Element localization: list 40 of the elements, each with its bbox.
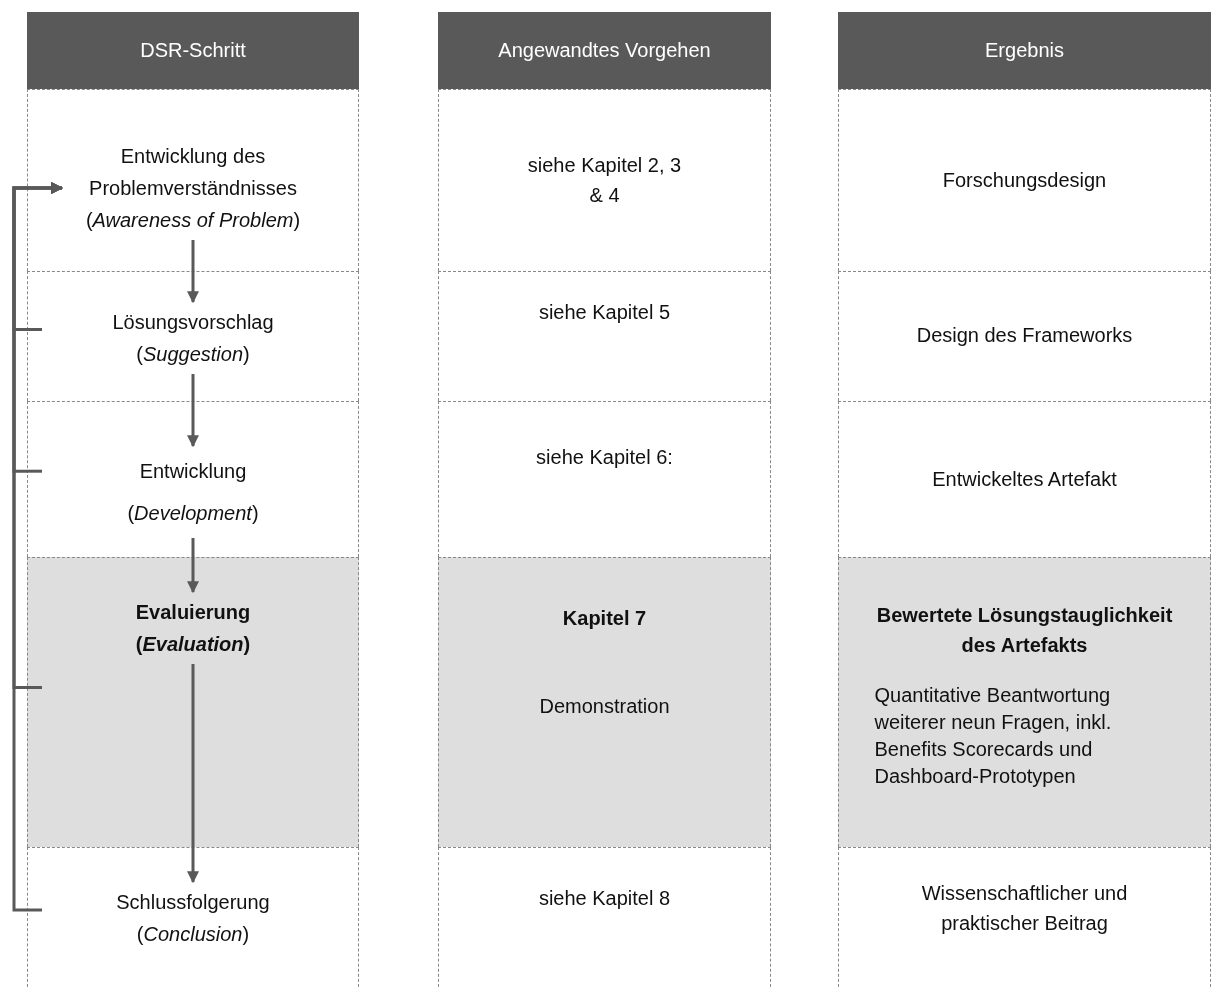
step-label: Evaluierung (Evaluation)	[108, 596, 278, 660]
feedback-arrow	[12, 182, 64, 912]
cell-text: siehe Kapitel 8	[537, 886, 672, 911]
column-header	[27, 12, 359, 89]
cell-text: siehe Kapitel 6:	[535, 445, 674, 470]
cell-text: Entwickeltes Artefakt	[931, 467, 1118, 492]
table-cell	[438, 271, 771, 401]
header-text: DSR-Schritt	[140, 39, 246, 62]
cell-note: Demonstration	[538, 694, 671, 719]
cell-text: Kapitel 7	[561, 606, 648, 631]
table-cell	[838, 557, 1211, 847]
table-cell	[438, 89, 771, 271]
table-cell	[838, 271, 1211, 401]
arrow	[187, 538, 199, 594]
column-header	[838, 12, 1211, 89]
arrow	[187, 240, 199, 304]
arrow	[187, 374, 199, 448]
arrow	[187, 664, 199, 884]
header-text: Ergebnis	[985, 39, 1064, 62]
table-cell	[27, 557, 359, 847]
step-label: Lösungsvorschlag (Suggestion)	[88, 306, 298, 370]
cell-text: Bewertete Lösungstauglichkeit des Artefakts	[875, 603, 1174, 658]
step-label: Entwicklung des Problemverständnisses (Awareness of Problem)	[63, 140, 323, 236]
table-cell	[27, 847, 359, 987]
table-cell	[438, 557, 771, 847]
cell-text: siehe Kapitel 2, 3 & 4	[526, 153, 683, 208]
header-text: Angewandtes Vorgehen	[498, 39, 711, 62]
column-header	[438, 12, 771, 89]
table-cell	[838, 89, 1211, 271]
table-cell	[27, 271, 359, 401]
table-cell	[27, 89, 359, 271]
step-label: Entwicklung (Development)	[108, 450, 278, 534]
cell-text: Wissenschaftlicher und praktischer Beitrag	[920, 881, 1129, 936]
step-label: Schlussfolgerung (Conclusion)	[88, 886, 298, 950]
cell-note: Quantitative Beantwortung weiterer neun Fragen, inkl. Benefits Scorecards und Dashboard-Prototypen	[874, 683, 1113, 789]
cell-text: siehe Kapitel 5	[537, 300, 672, 325]
cell-text: Forschungsdesign	[941, 168, 1108, 193]
table-cell	[838, 847, 1211, 987]
cell-text: Design des Frameworks	[915, 323, 1134, 348]
table-cell	[438, 847, 771, 987]
